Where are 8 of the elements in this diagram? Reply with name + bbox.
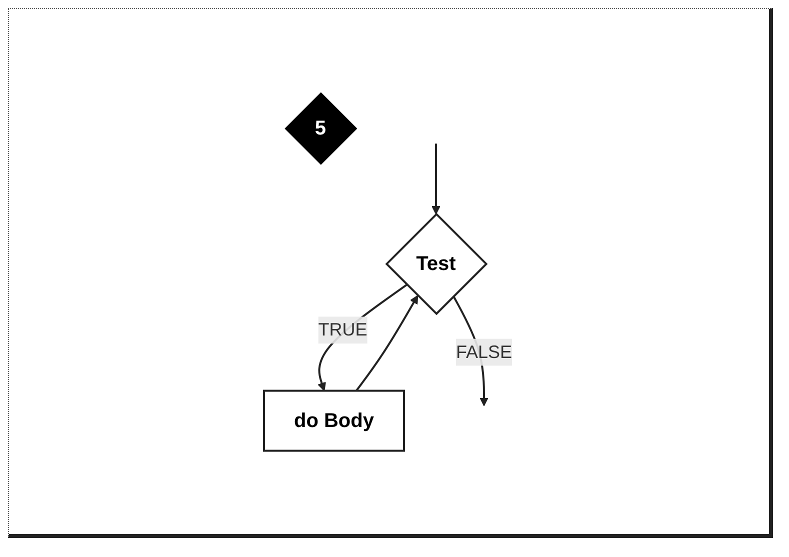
node-box: do Body [263,389,405,452]
node-diamond: 5 [284,92,358,164]
arrow [432,143,440,214]
arrow [318,283,408,391]
edge-label: FALSE [456,341,512,362]
node-diamond: Test [385,212,488,315]
arrow [356,294,418,391]
edge-label: TRUE [318,319,368,340]
